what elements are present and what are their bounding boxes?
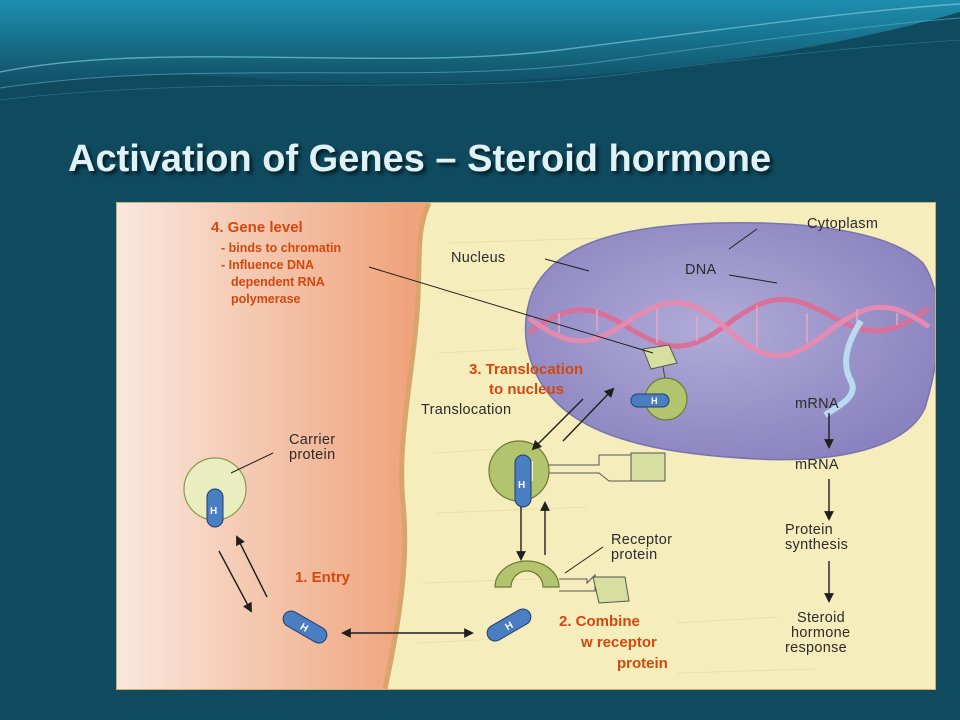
receptor-complex-nucleus: H: [630, 377, 688, 421]
label-nucleus: Nucleus: [451, 250, 506, 266]
label-response-3: response: [785, 640, 848, 656]
label-carrier-protein-1: Carrier: [289, 432, 336, 448]
receptor-protein: [494, 560, 630, 604]
hormone-symbol-carrier: H: [210, 506, 217, 517]
label-cytoplasm: Cytoplasm: [807, 216, 879, 232]
label-dna: DNA: [685, 262, 717, 278]
label-carrier-protein-2: protein: [289, 447, 336, 463]
hormone-symbol-nucleus: H: [651, 396, 658, 406]
step3-line1: 3. Translocation: [469, 361, 584, 378]
hormone-symbol-outside: H: [298, 622, 310, 635]
label-response-1: Steroid: [797, 610, 846, 626]
pathway-arrows: [218, 387, 834, 638]
step2-line2: w receptor: [581, 634, 657, 651]
label-receptor-protein-1: Receptor: [611, 532, 673, 548]
step2-line3: protein: [617, 655, 668, 672]
step4-line1: - binds to chromatin: [221, 241, 342, 255]
step4-line4: polymerase: [231, 292, 301, 306]
hormone-symbol-inside: H: [504, 620, 516, 633]
label-mrna-cytoplasm: mRNA: [795, 457, 839, 473]
cell-membrane: [382, 203, 432, 689]
hormone-symbol-translocating: H: [518, 480, 525, 491]
free-hormone-outside: H: [282, 610, 328, 644]
label-protein-synthesis-1: Protein: [785, 522, 834, 538]
step4-line2: - Influence DNA: [221, 258, 315, 272]
steroid-hormone-diagram: H H H: [116, 202, 936, 690]
step3-line2: to nucleus: [489, 381, 565, 398]
label-mrna-nucleus: mRNA: [795, 396, 839, 412]
slide-title: Activation of Genes – Steroid hormone: [68, 138, 772, 180]
leader-lines: [230, 228, 778, 574]
free-hormone-inside: H: [486, 608, 532, 642]
receptor-complex-cytoplasm: H: [488, 440, 666, 508]
diagram-drawing: H H H: [117, 203, 935, 689]
mrna-strand: [823, 319, 864, 418]
chromatin-binding-domain: [642, 344, 678, 370]
step2-line1: 2. Combine: [559, 613, 640, 630]
label-translocation: Translocation: [421, 402, 512, 418]
step4-title: 4. Gene level: [211, 219, 303, 236]
nucleus: [524, 221, 935, 461]
label-response-2: hormone: [791, 625, 851, 641]
carrier-protein: H: [183, 457, 247, 528]
label-receptor-protein-2: protein: [611, 547, 658, 563]
label-protein-synthesis-2: synthesis: [785, 537, 849, 553]
step4-line3: dependent RNA: [231, 275, 325, 289]
step1-entry: 1. Entry: [295, 569, 351, 586]
